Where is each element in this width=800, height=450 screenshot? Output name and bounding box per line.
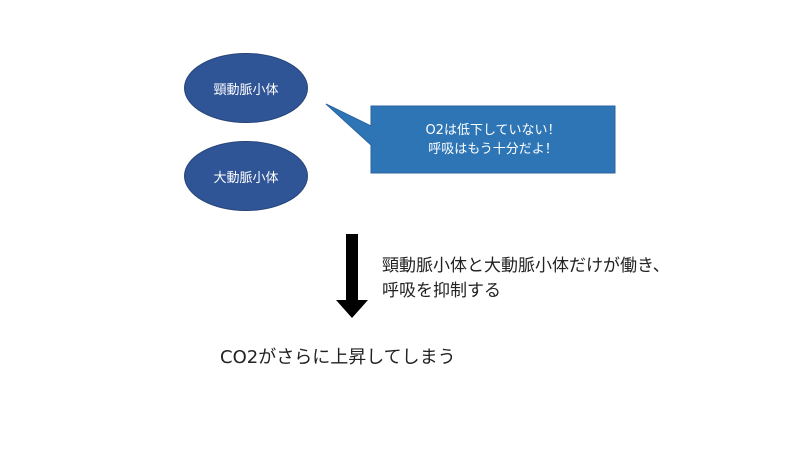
callout-text: O2は低下していない！ 呼吸はもう十分だよ！ bbox=[371, 106, 615, 173]
carotid-body-node: 頸動脈小体 bbox=[184, 53, 308, 123]
aortic-body-node: 大動脈小体 bbox=[184, 141, 308, 211]
explanation-line-2: 呼吸を抑制する bbox=[382, 281, 501, 301]
explanation-line-1: 頸動脈小体と大動脈小体だけが働き、 bbox=[382, 256, 670, 276]
speech-callout-shape bbox=[325, 103, 616, 174]
aortic-body-label: 大動脈小体 bbox=[213, 170, 279, 186]
callout-line-2: 呼吸はもう十分だよ！ bbox=[428, 141, 558, 157]
result-text: CO2がさらに上昇してしまう bbox=[220, 347, 456, 368]
callout-line-1: O2は低下していない！ bbox=[425, 122, 561, 138]
down-arrow-icon bbox=[336, 234, 368, 318]
carotid-body-label: 頸動脈小体 bbox=[213, 82, 279, 98]
explanation-text: 頸動脈小体と大動脈小体だけが働き、 呼吸を抑制する bbox=[382, 254, 670, 304]
down-arrow-shaft bbox=[346, 234, 358, 300]
down-arrow-head bbox=[336, 300, 368, 318]
